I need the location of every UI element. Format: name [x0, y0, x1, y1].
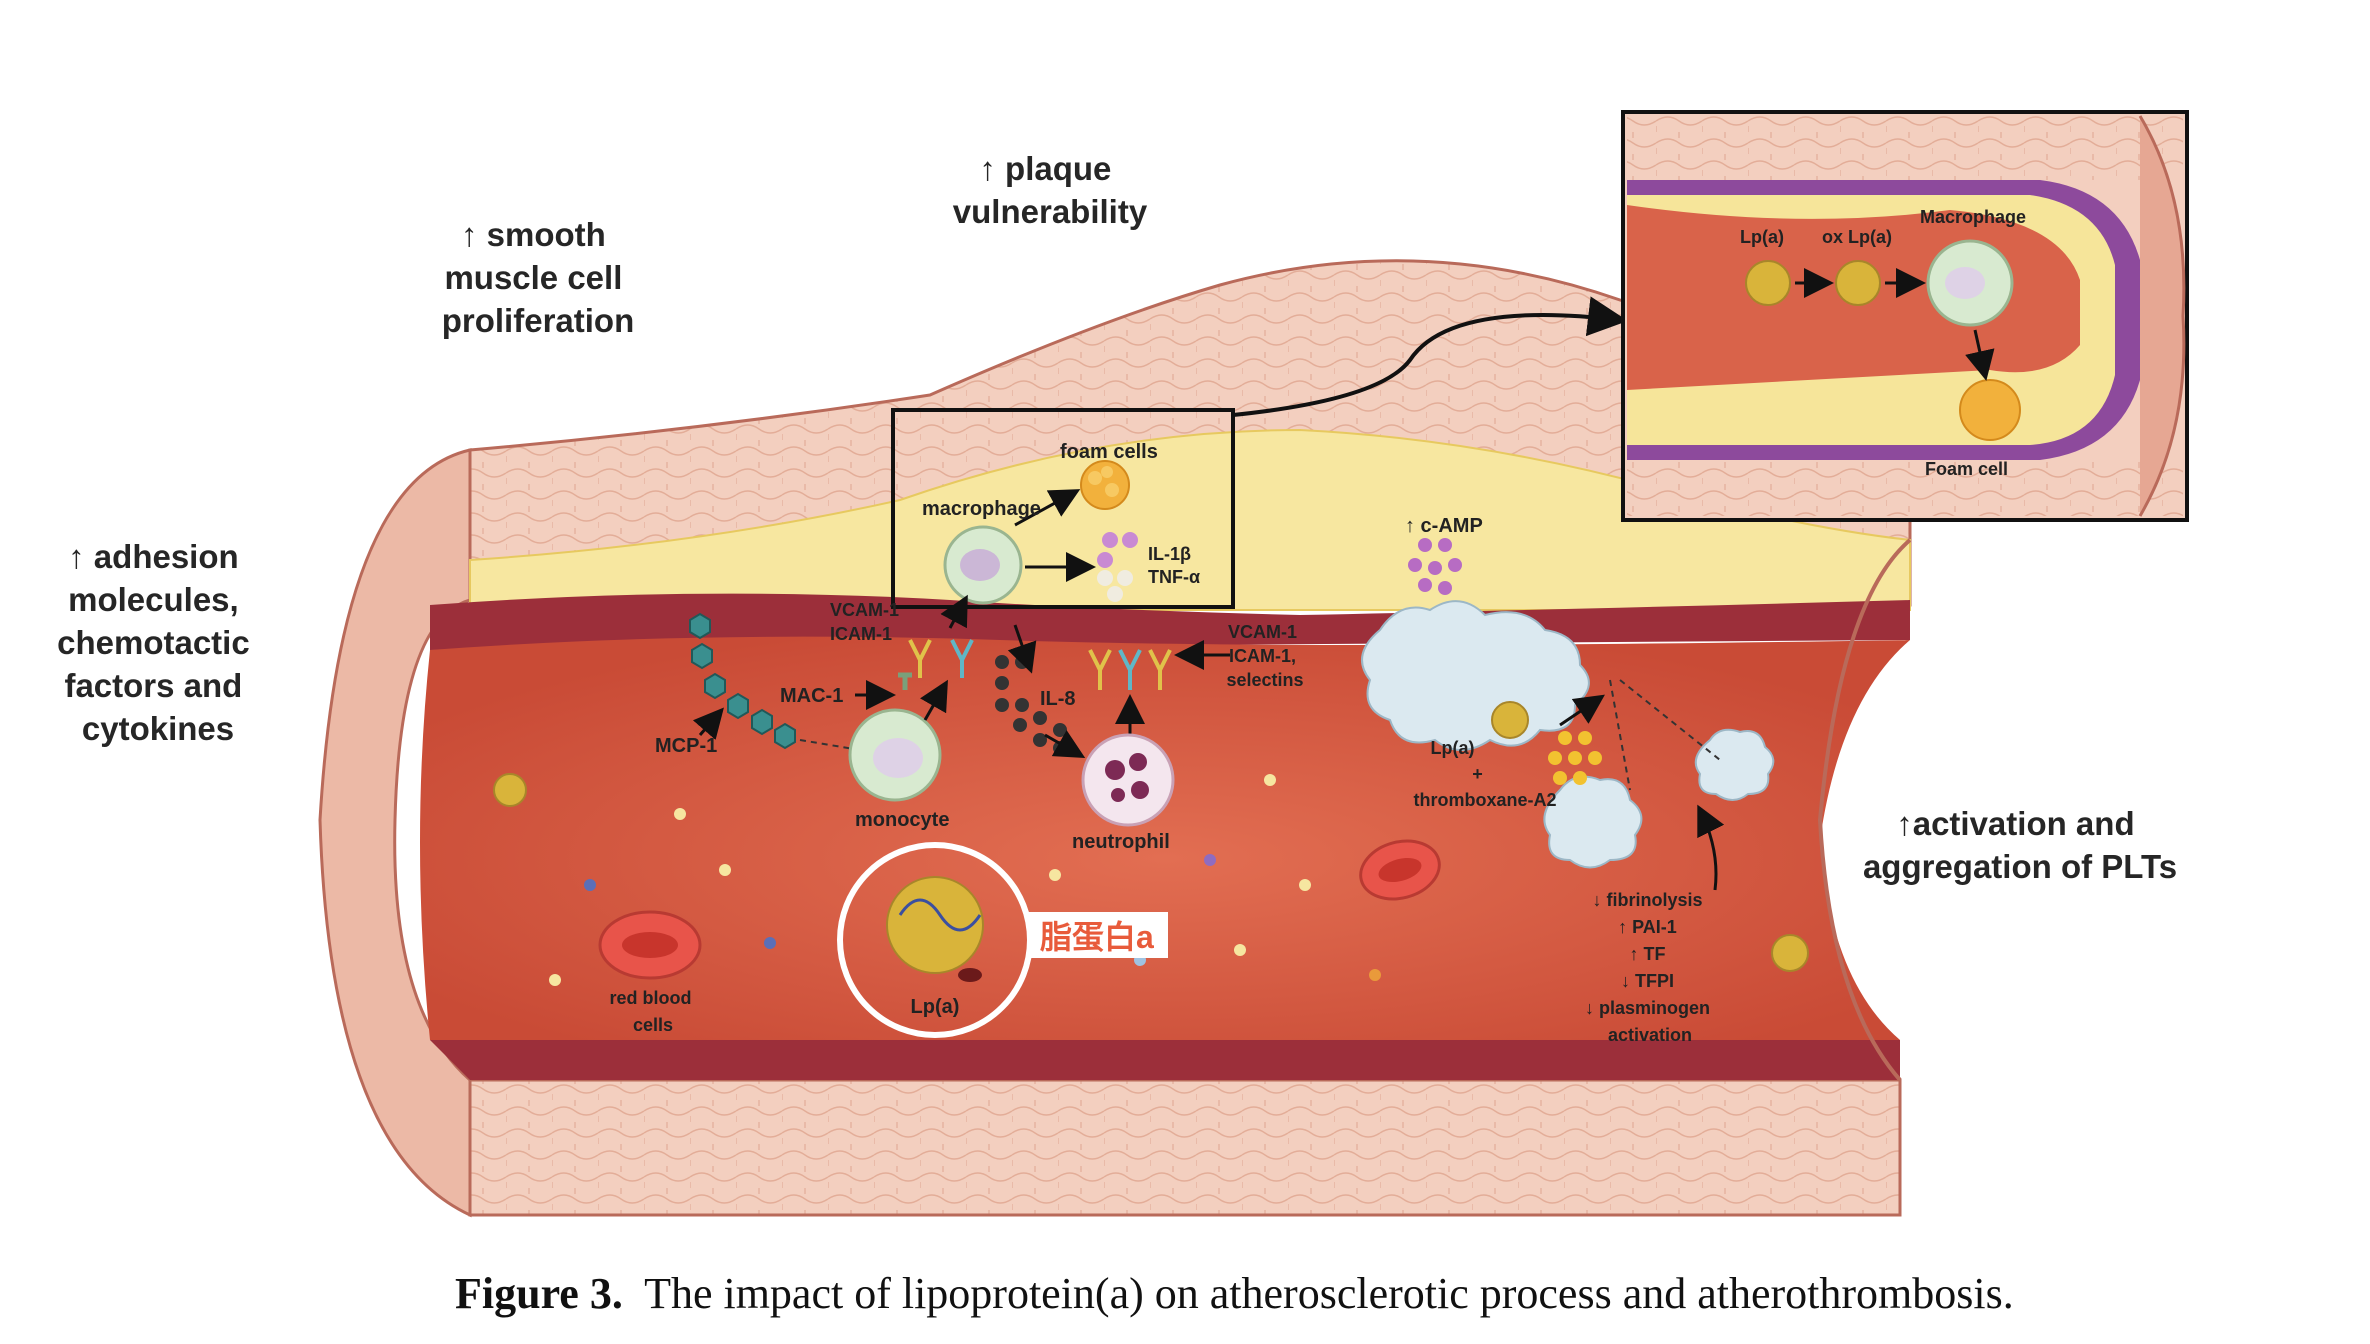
macrophage-icon	[943, 525, 1023, 605]
label-vcam1-left: VCAM-1	[830, 600, 899, 620]
mcp1-chain	[689, 612, 796, 750]
plaque-highlight-box	[891, 408, 1235, 609]
arrow-fibrinolysis-up	[1697, 804, 1725, 891]
label-smooth-muscle: ↑ smooth muscle cell proliferation	[442, 216, 635, 339]
vessel-opening-right	[1817, 538, 1912, 1082]
label-red-blood-cells: red blood cells	[609, 988, 696, 1035]
lpa-particle-small-2	[493, 773, 527, 807]
arrow-to-neutrophil	[1044, 730, 1086, 758]
label-monocyte: monocyte	[855, 809, 949, 831]
cytokine-dots	[1097, 532, 1138, 602]
inset-label-oxlpa: ox Lp(a)	[1822, 227, 1892, 247]
label-adhesion-molecules: ↑ adhesion molecules, chemotactic factor…	[57, 538, 259, 747]
adhesion-receptors-left	[908, 639, 974, 678]
arrow-lpa-to-plt	[1559, 694, 1605, 727]
chinese-tag-bg	[1028, 912, 1168, 958]
label-icam1-left: ICAM-1	[830, 624, 892, 644]
foam-cell-icon	[1080, 460, 1130, 510]
arrow-il8	[1007, 624, 1037, 674]
arrow-monocyte-up	[920, 679, 948, 721]
inset-label-macrophage: Macrophage	[1920, 207, 2026, 227]
caption-text: The impact of lipoprotein(a) on atherosc…	[644, 1269, 2014, 1318]
label-lpa-thromboxane: Lp(a) + thromboxane-A2	[1413, 738, 1556, 810]
red-blood-cell-1	[598, 910, 702, 980]
label-mac1: MAC-1	[780, 685, 843, 707]
label-fibrinolysis: ↓ fibrinolysis ↑ PAI-1 ↑ TF ↓ TFPI ↓ pla…	[1585, 890, 1715, 1045]
figure-caption: Figure 3. The impact of lipoprotein(a) o…	[455, 1268, 2355, 1319]
platelet-single-1	[1543, 775, 1643, 869]
lower-vessel-wall	[468, 1078, 1902, 1217]
zoom-connector-line	[1232, 296, 1628, 417]
label-il1b: IL-1β	[1148, 544, 1191, 564]
lpa-particle-small-1	[1491, 701, 1529, 739]
thromboxane-dots	[1548, 731, 1602, 785]
monocyte-icon	[848, 672, 942, 802]
inset-label-foam-cell: Foam cell	[1925, 459, 2008, 479]
caption-prefix: Figure 3.	[455, 1269, 623, 1318]
label-macrophage: macrophage	[922, 498, 1041, 520]
arrow-to-foam	[1014, 489, 1081, 527]
dashed-platelet-1	[1609, 679, 1631, 791]
label-platelet-activation: ↑activation and aggregation of PLTs	[1863, 805, 2177, 885]
arrow-vcam-up	[940, 594, 968, 629]
lpa-particle-small-3	[1771, 934, 1809, 972]
label-plaque-vulnerability: ↑ plaque vulnerability	[953, 150, 1148, 230]
vessel-cross-section-left	[318, 448, 472, 1218]
label-chinese-tag: 脂蛋白a	[1040, 919, 1154, 955]
inset-label-lpa: Lp(a)	[1740, 227, 1784, 247]
lpa-particle-large	[886, 876, 984, 982]
adhesion-receptors-right	[1088, 649, 1172, 690]
label-foam-cells: foam cells	[1060, 441, 1158, 463]
label-il8: IL-8	[1040, 688, 1076, 710]
inset-panel	[1621, 110, 2189, 522]
arrow-mcp1	[692, 707, 724, 740]
label-neutrophil: neutrophil	[1072, 831, 1170, 853]
label-vcam-right: VCAM-1 ICAM-1, selectins	[1226, 622, 1303, 690]
platelet-single-2	[1694, 728, 1775, 801]
platelet-aggregate-icon	[1361, 600, 1590, 751]
camp-dots	[1408, 538, 1462, 595]
intima-lower	[430, 1040, 1900, 1080]
red-blood-cell-2	[1359, 839, 1441, 901]
label-mcp1: MCP-1	[655, 735, 717, 757]
label-camp: ↑ c-AMP	[1405, 515, 1483, 537]
label-tnfa: TNF-α	[1148, 567, 1200, 587]
label-lpa-circle: Lp(a)	[911, 996, 960, 1018]
neutrophil-icon	[1081, 733, 1175, 827]
